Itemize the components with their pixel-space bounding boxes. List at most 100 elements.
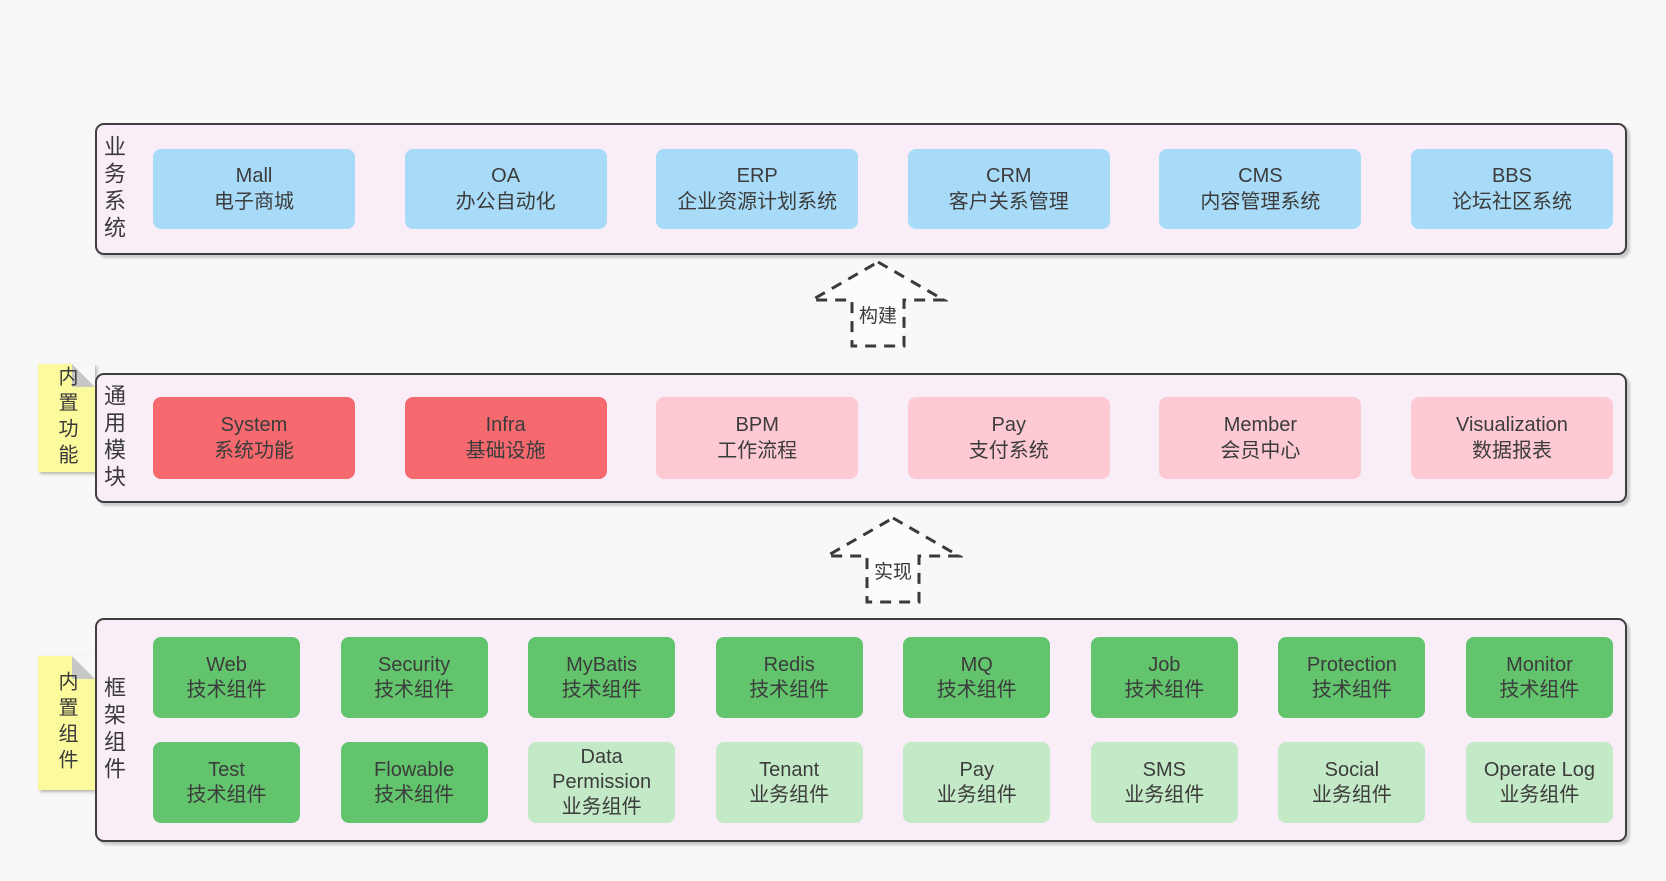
box-desc: 技术组件 bbox=[186, 783, 267, 806]
box-desc: 数据报表 bbox=[1471, 440, 1552, 462]
box-cms: CMS 内容管理系统 bbox=[1159, 149, 1362, 229]
business-boxes-row: Mall 电子商城 OA 办公自动化 ERP 企业资源计划系统 CRM 客户关系… bbox=[153, 149, 1613, 229]
box-desc: 技术组件 bbox=[1124, 678, 1205, 701]
box-name: Flowable bbox=[374, 758, 455, 781]
box-desc: 系统功能 bbox=[214, 440, 294, 462]
box-desc: 技术组件 bbox=[561, 678, 642, 701]
box-name: SMS bbox=[1142, 758, 1186, 781]
box-name: Member bbox=[1223, 414, 1298, 436]
box-name: CRM bbox=[986, 165, 1032, 187]
box-desc: 业务组件 bbox=[1311, 783, 1392, 806]
box-name: BBS bbox=[1491, 165, 1532, 187]
box-name: MyBatis bbox=[566, 653, 638, 676]
box-visualization: Visualization 数据报表 bbox=[1410, 397, 1613, 479]
box-desc: 技术组件 bbox=[749, 678, 830, 701]
box-name: Redis bbox=[763, 653, 815, 676]
box-name: Job bbox=[1148, 653, 1181, 676]
box-name: Protection bbox=[1306, 653, 1397, 676]
note-builtin-features: 内置功能 bbox=[38, 364, 95, 472]
box-job: Job 技术组件 bbox=[1090, 637, 1238, 718]
box-name: Social bbox=[1324, 758, 1380, 781]
box-crm: CRM 客户关系管理 bbox=[907, 149, 1110, 229]
panel-label: 通用模块 bbox=[101, 384, 126, 492]
box-desc: 技术组件 bbox=[186, 678, 267, 701]
box-bbs: BBS 论坛社区系统 bbox=[1410, 149, 1613, 229]
box-name: Infra bbox=[485, 414, 526, 436]
box-desc: 办公自动化 bbox=[455, 191, 556, 213]
panel-label: 业务系统 bbox=[101, 135, 126, 243]
box-protection: Protection 技术组件 bbox=[1278, 637, 1426, 718]
common-modules-panel: 通用模块 System 系统功能 Infra 基础设施 BPM 工作流程 Pay… bbox=[95, 373, 1627, 503]
box-desc: 业务组件 bbox=[1499, 783, 1580, 806]
box-desc: 技术组件 bbox=[1311, 678, 1392, 701]
box-flowable: Flowable 技术组件 bbox=[340, 742, 488, 823]
up-arrow-icon: 实现 bbox=[821, 516, 965, 604]
box-mybatis: MyBatis 技术组件 bbox=[528, 637, 676, 718]
box-name: ERP bbox=[736, 165, 778, 187]
business-systems-panel: 业务系统 Mall 电子商城 OA 办公自动化 ERP 企业资源计划系统 CRM… bbox=[95, 123, 1627, 255]
box-name: Pay bbox=[959, 758, 994, 781]
box-desc: 业务组件 bbox=[561, 796, 642, 818]
implement-arrow-label: 实现 bbox=[874, 561, 912, 583]
up-arrow-icon: 构建 bbox=[806, 260, 950, 348]
box-mq: MQ 技术组件 bbox=[903, 637, 1051, 718]
box-name: CMS bbox=[1238, 165, 1283, 187]
box-desc: 业务组件 bbox=[1124, 783, 1205, 806]
box-name: Security bbox=[377, 653, 451, 676]
box-bpm: BPM 工作流程 bbox=[656, 397, 859, 479]
note-builtin-components: 内置组件 bbox=[38, 656, 95, 790]
box-test: Test 技术组件 bbox=[153, 742, 300, 823]
framework-boxes-grid: Web 技术组件 Security 技术组件 MyBatis 技术组件 Redi… bbox=[153, 637, 1613, 823]
box-data-permission: Data Permission 业务组件 bbox=[528, 742, 676, 823]
box-name: Test bbox=[208, 758, 245, 781]
build-arrow-label: 构建 bbox=[859, 305, 897, 327]
box-name: Operate Log bbox=[1483, 758, 1596, 781]
build-arrow: 构建 bbox=[806, 258, 950, 350]
box-system: System 系统功能 bbox=[153, 397, 355, 479]
box-operate-log: Operate Log 业务组件 bbox=[1465, 742, 1613, 823]
box-name: Pay bbox=[991, 414, 1027, 436]
box-desc: 技术组件 bbox=[374, 678, 455, 701]
box-desc: 会员中心 bbox=[1220, 440, 1301, 462]
box-desc: 技术组件 bbox=[936, 678, 1017, 701]
box-name: Web bbox=[206, 653, 247, 676]
box-mall: Mall 电子商城 bbox=[153, 149, 355, 229]
implement-arrow: 实现 bbox=[821, 514, 965, 606]
box-oa: OA 办公自动化 bbox=[404, 149, 607, 229]
box-security: Security 技术组件 bbox=[340, 637, 488, 718]
box-desc: 支付系统 bbox=[968, 440, 1049, 462]
modules-boxes-row: System 系统功能 Infra 基础设施 BPM 工作流程 Pay 支付系统… bbox=[153, 397, 1613, 479]
box-member: Member 会员中心 bbox=[1159, 397, 1362, 479]
box-erp: ERP 企业资源计划系统 bbox=[656, 149, 859, 229]
box-monitor: Monitor 技术组件 bbox=[1465, 637, 1613, 718]
panel-label: 框架组件 bbox=[101, 676, 126, 784]
box-desc: 电子商城 bbox=[214, 191, 294, 213]
box-desc: 论坛社区系统 bbox=[1451, 191, 1572, 213]
box-name: Tenant bbox=[759, 758, 820, 781]
box-desc: 企业资源计划系统 bbox=[677, 191, 838, 213]
note-label: 内置组件 bbox=[55, 671, 77, 775]
box-desc: 工作流程 bbox=[717, 440, 798, 462]
box-name: MQ bbox=[960, 653, 993, 676]
box-pay-component: Pay 业务组件 bbox=[903, 742, 1051, 823]
box-name: Mall bbox=[235, 165, 273, 187]
box-desc: 客户关系管理 bbox=[948, 191, 1069, 213]
box-desc: 基础设施 bbox=[465, 440, 546, 462]
box-desc: 技术组件 bbox=[374, 783, 455, 806]
box-name: Visualization bbox=[1456, 414, 1568, 436]
box-pay-module: Pay 支付系统 bbox=[907, 397, 1110, 479]
box-name: Data Permission bbox=[552, 746, 652, 793]
framework-components-panel: 框架组件 Web 技术组件 Security 技术组件 MyBatis 技术组件… bbox=[95, 618, 1627, 842]
box-name: BPM bbox=[735, 414, 779, 436]
box-infra: Infra 基础设施 bbox=[404, 397, 607, 479]
box-desc: 业务组件 bbox=[936, 783, 1017, 806]
box-web: Web 技术组件 bbox=[153, 637, 300, 718]
box-sms: SMS 业务组件 bbox=[1090, 742, 1238, 823]
box-desc: 技术组件 bbox=[1499, 678, 1580, 701]
box-name: System bbox=[220, 414, 288, 436]
box-desc: 内容管理系统 bbox=[1200, 191, 1321, 213]
box-name: OA bbox=[491, 165, 521, 187]
box-tenant: Tenant 业务组件 bbox=[715, 742, 863, 823]
box-desc: 业务组件 bbox=[749, 783, 830, 806]
